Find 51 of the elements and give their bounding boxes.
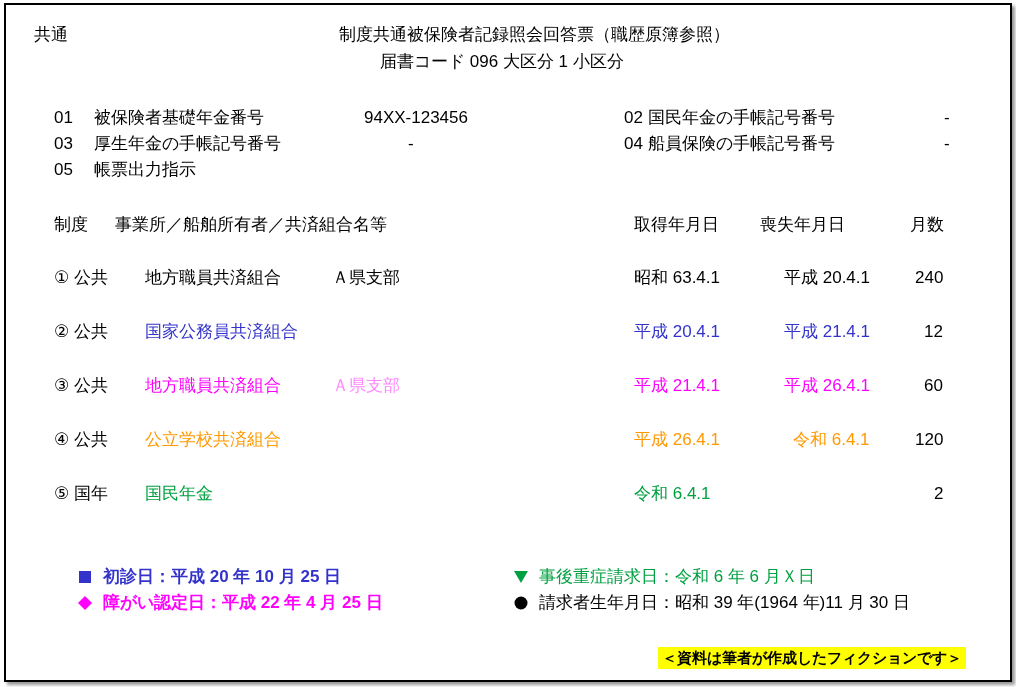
note-text: 事後重症請求日：令和 6 年 6 月Ｘ日 [539, 566, 815, 588]
table-cell: 国家公務員共済組合 [145, 321, 298, 343]
table-cell: 平成 21.4.1 [634, 375, 720, 397]
table-cell: 平成 26.4.1 [634, 429, 720, 451]
field-value: - [408, 133, 414, 155]
field-label: 02 国民年金の手帳記号番号 [624, 107, 835, 129]
column-header: 月数 [910, 214, 944, 236]
disclaimer-note: ＜資料は筆者が作成したフィクションです＞ [658, 647, 966, 669]
table-cell: 120 [915, 429, 944, 451]
table-cell: 240 [915, 267, 944, 289]
table-cell: Ａ県支部 [332, 375, 400, 397]
table-cell: Ａ県支部 [332, 267, 400, 289]
table-cell: ⑤ 国年 [54, 483, 108, 505]
table-cell: ④ 公共 [54, 429, 108, 451]
field-label: 被保険者基礎年金番号 [94, 107, 264, 129]
subtitle: 届書コード 096 大区分 1 小区分 [380, 51, 624, 73]
table-cell: 地方職員共済組合 [145, 375, 281, 397]
table-cell: ② 公共 [54, 321, 108, 343]
note-text: 障がい認定日：平成 22 年 4 月 25 日 [103, 592, 383, 614]
table-cell: 平成 21.4.1 [784, 321, 870, 343]
table-cell: 国民年金 [145, 483, 213, 505]
column-header: 事業所／船舶所有者／共済組合名等 [115, 214, 387, 236]
table-cell: 平成 20.4.1 [634, 321, 720, 343]
table-cell: 12 [924, 321, 943, 343]
item-number: 03 [54, 133, 73, 155]
table-cell: 平成 20.4.1 [784, 267, 870, 289]
field-label: 04 船員保険の手帳記号番号 [624, 133, 835, 155]
table-cell: 令和 6.4.1 [793, 429, 870, 451]
table-cell: 公立学校共済組合 [145, 429, 281, 451]
item-number: 01 [54, 107, 73, 129]
field-label: 厚生年金の手帳記号番号 [94, 133, 281, 155]
field-value: - [944, 107, 950, 129]
table-cell: ③ 公共 [54, 375, 108, 397]
column-header: 制度 [54, 214, 88, 236]
field-value: 94XX-123456 [364, 107, 468, 129]
column-header: 取得年月日 [634, 214, 719, 236]
table-cell: 昭和 63.4.1 [634, 267, 720, 289]
note-text: 請求者生年月日：昭和 39 年(1964 年)11 月 30 日 [539, 592, 910, 614]
field-value: - [944, 133, 950, 155]
note-text: 初診日：平成 20 年 10 月 25 日 [103, 566, 342, 588]
item-number: 05 [54, 159, 73, 181]
table-cell: 2 [934, 483, 944, 505]
table-cell: 地方職員共済組合 [145, 267, 281, 289]
column-header: 喪失年月日 [760, 214, 845, 236]
table-cell: 令和 6.4.1 [634, 483, 711, 505]
section-label: 共通 [34, 24, 68, 46]
form-title: 制度共通被保険者記録照会回答票（職歴原簿参照） [338, 24, 730, 46]
table-cell: ① 公共 [54, 267, 108, 289]
field-label: 帳票出力指示 [94, 159, 196, 181]
table-cell: 平成 26.4.1 [784, 375, 870, 397]
table-cell: 60 [924, 375, 943, 397]
